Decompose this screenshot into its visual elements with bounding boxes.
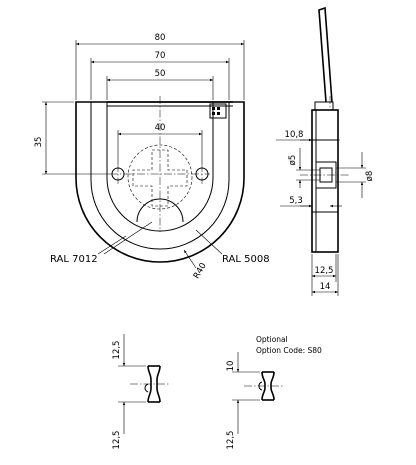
dim-5-3: 5,3 xyxy=(289,196,303,206)
ral7012-leader-1 xyxy=(97,235,127,255)
optional-code: Option Code: S80 xyxy=(256,346,322,355)
dim-50: 50 xyxy=(155,69,166,79)
dim-10-8: 10,8 xyxy=(285,130,304,140)
connector-pin-1 xyxy=(212,107,215,110)
bottom-cutout xyxy=(136,198,184,223)
cross-slot xyxy=(132,149,188,207)
dim-phi8: ø8 xyxy=(365,171,375,182)
side-antenna xyxy=(318,6,333,103)
dim-12-5-top: 12,5 xyxy=(112,341,122,360)
dim-10: 10 xyxy=(226,361,236,372)
side-body xyxy=(311,109,339,253)
side-dimensions xyxy=(276,138,366,296)
dim-r40: R40 xyxy=(192,261,209,280)
dim-40: 40 xyxy=(155,123,166,133)
optional-title: Optional xyxy=(256,335,288,344)
connector-pin-2 xyxy=(217,107,220,110)
connector-pin-4 xyxy=(217,112,220,115)
dim-phi5: ø5 xyxy=(288,155,298,166)
detail-left-notch xyxy=(144,383,149,393)
dim-12-5: 12,5 xyxy=(315,266,334,276)
ral7012-leader-2 xyxy=(103,221,153,255)
detail-left xyxy=(118,334,170,434)
dim-14: 14 xyxy=(320,282,331,292)
detail-right xyxy=(232,352,284,434)
outer-u-outline xyxy=(75,101,245,263)
label-ral-5008: RAL 5008 xyxy=(222,254,270,265)
connector-pin-3 xyxy=(212,112,215,115)
dim-70: 70 xyxy=(155,51,166,61)
side-top-cap xyxy=(314,101,334,111)
front-dimensions xyxy=(42,40,245,269)
r40-leader xyxy=(183,249,197,269)
dim-12-5-bottom: 12,5 xyxy=(112,431,122,450)
ral5008-leader xyxy=(195,229,223,255)
side-view xyxy=(300,6,350,253)
front-view xyxy=(75,96,245,263)
dim-35: 35 xyxy=(34,137,44,148)
label-ral-7012: RAL 7012 xyxy=(50,254,98,265)
connector-block xyxy=(209,103,227,119)
dim-12-5-right: 12,5 xyxy=(226,431,236,450)
inner-u-groove xyxy=(90,102,230,250)
dim-80: 80 xyxy=(155,33,166,43)
